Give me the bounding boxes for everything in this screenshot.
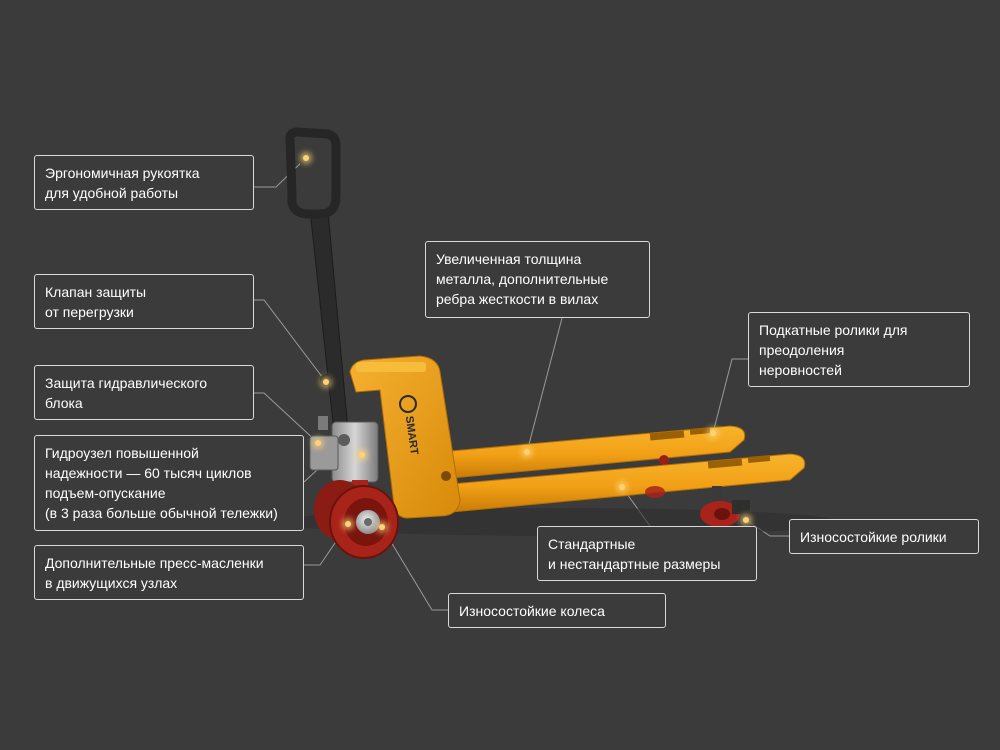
leader-line-entry-rollers	[712, 358, 748, 434]
handle	[285, 127, 349, 433]
hydraulic-unit	[309, 416, 379, 490]
leader-line-wear-wheels	[381, 526, 448, 611]
brand-logo: SMART	[399, 395, 420, 456]
leader-line-hydraulic-protection	[254, 392, 319, 444]
callout-metal-thickness: Увеличенная толщина металла, дополнитель…	[425, 241, 650, 318]
marker-overload-valve	[323, 379, 329, 385]
callout-overload-valve: Клапан защиты от перегрузки	[34, 274, 254, 329]
leader-lines	[254, 157, 789, 611]
marker-handle	[303, 155, 309, 161]
marker-hydraulic-unit	[359, 452, 365, 458]
brand-logo-text: SMART	[403, 415, 420, 456]
marker-wear-rollers	[743, 517, 749, 523]
marker-sizes	[619, 484, 625, 490]
marker-grease-fittings	[345, 521, 351, 527]
leader-line-metal-thickness	[526, 317, 563, 453]
marker-wear-wheels	[379, 524, 385, 530]
leader-line-handle	[254, 157, 307, 188]
callout-wear-wheels: Износостойкие колеса	[448, 593, 666, 628]
fork-front	[439, 453, 806, 513]
callout-handle: Эргономичная рукоятка для удобной работы	[34, 155, 254, 210]
leader-line-overload-valve	[254, 299, 327, 383]
callout-sizes: Стандартные и нестандартные размеры	[537, 526, 757, 581]
load-rollers	[645, 486, 750, 527]
pallet-truck: SMART	[280, 127, 840, 559]
fork-rear	[439, 425, 746, 479]
marker-metal-thickness	[524, 449, 530, 455]
callout-grease-fittings: Дополнительные пресс-масленки в движущих…	[34, 545, 304, 600]
callout-hydraulic-protection: Защита гидравлического блока	[34, 365, 254, 420]
callout-hydraulic-unit: Гидроузел повышенной надежности — 60 тыс…	[34, 435, 304, 531]
marker-hydraulic-protection	[315, 440, 321, 446]
steering-wheels	[314, 480, 399, 559]
callout-entry-rollers: Подкатные ролики для преодоления неровно…	[748, 312, 970, 387]
callout-wear-rollers: Износостойкие ролики	[789, 519, 979, 554]
marker-entry-rollers	[710, 430, 716, 436]
